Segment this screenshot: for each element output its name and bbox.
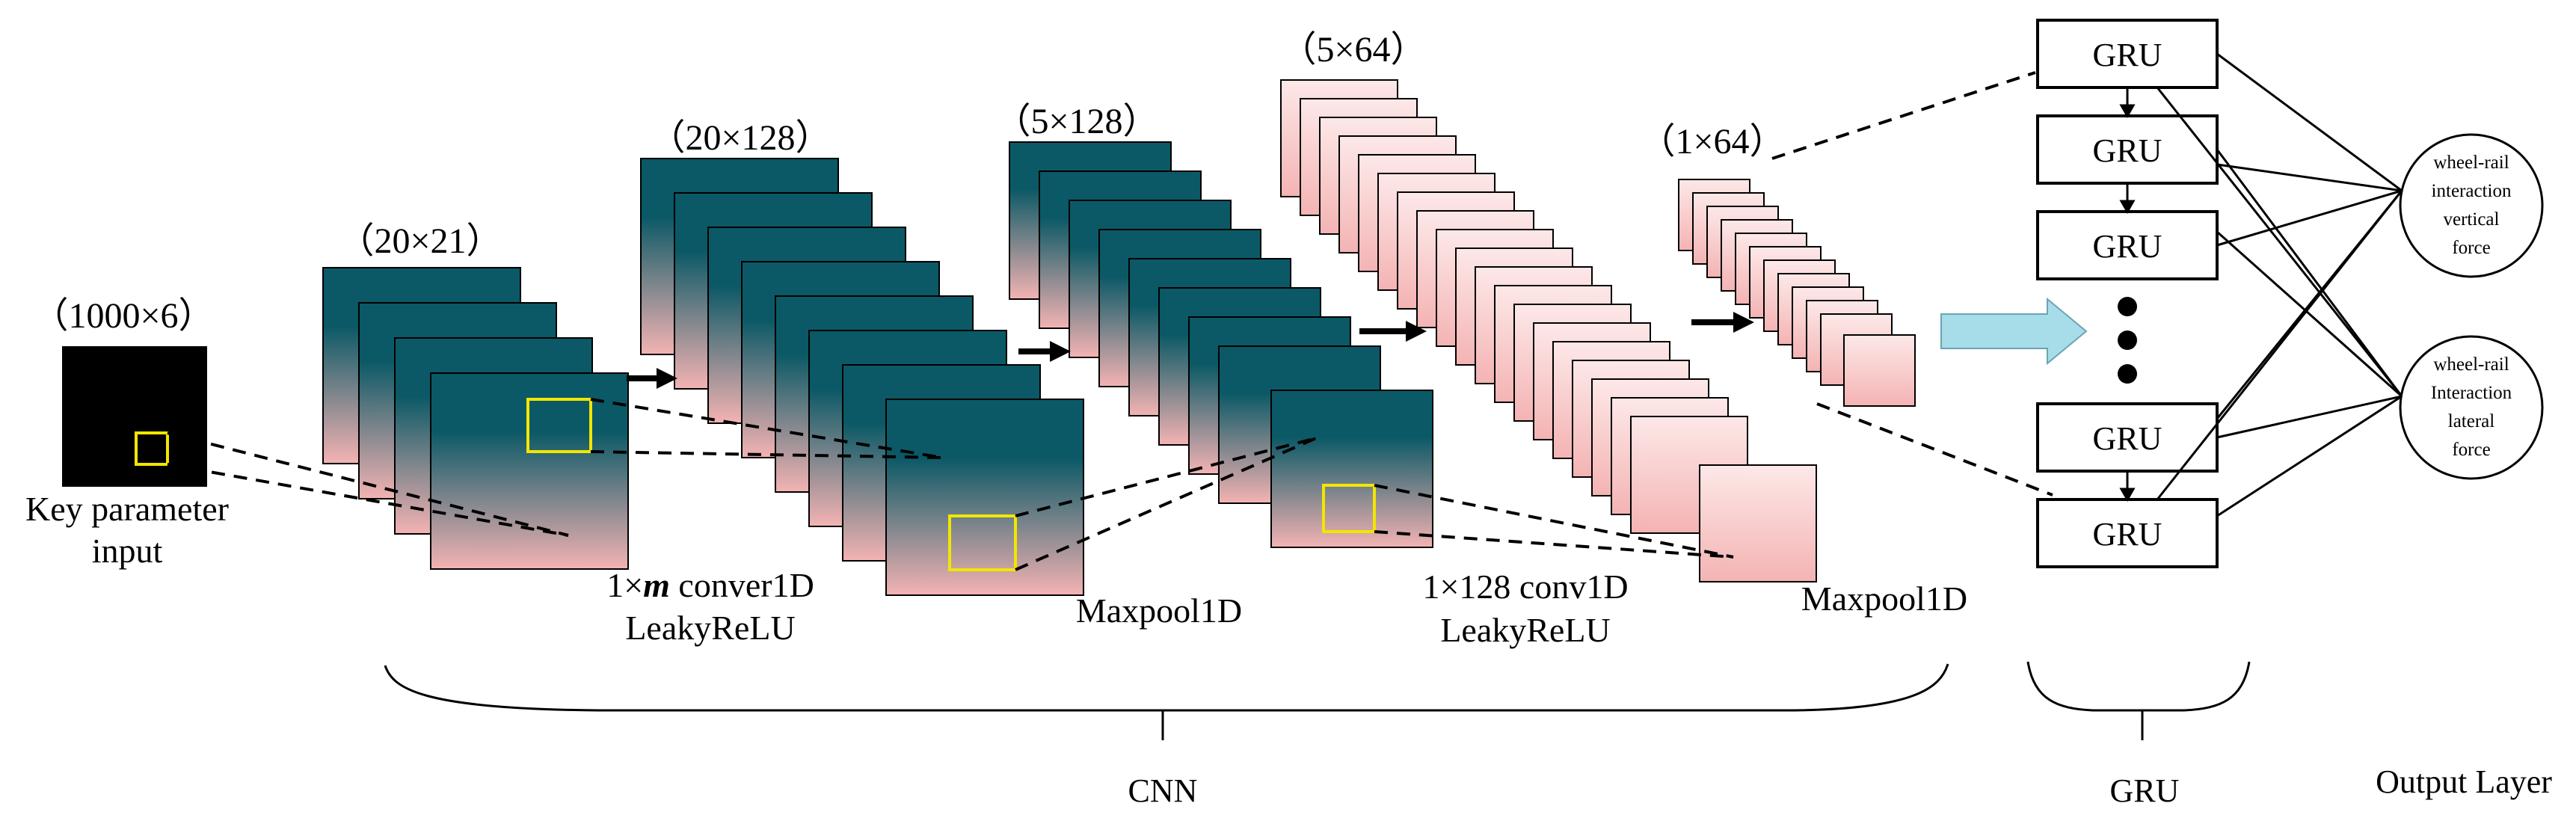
feature-map [1699,464,1817,582]
conv1-caption-suffix: conver1D [670,566,814,604]
arrow-icon [2119,104,2136,119]
conv1-output-maps: （20×128） [640,118,1084,596]
conv1-input-dims-label: （20×21） [338,221,502,261]
conv1-caption-line2: LeakyReLU [625,609,795,647]
pool1-maps: （5×128） [995,102,1433,548]
projection-line [590,450,943,459]
arrow-icon [2119,488,2136,502]
arrow-icon [2119,200,2136,215]
projection-line [590,398,943,459]
gru-cell-label: GRU [2093,228,2162,265]
arrow-icon [1018,341,1071,362]
pool2-maps: （1×64） [1639,122,1916,407]
gru-cell-label: GRU [2093,37,2162,73]
output-node-text: force [2452,440,2490,460]
projection-line [1374,530,1734,559]
output-layer: wheel-rail interaction vertical force wh… [2399,133,2544,480]
projection-line [167,463,569,537]
pool1-kernel-window [1322,484,1376,533]
projection-line [167,431,569,537]
gru-section-label: GRU [2110,772,2180,809]
arrow-icon [1691,312,1754,333]
projection-lines [167,71,2053,571]
ellipsis-dot-icon [2118,297,2137,316]
flow-arrow-icon [1940,297,2088,366]
input-block: （1000×6） Key parameter input [25,296,229,570]
output-node-text: vertical [2444,209,2500,230]
layer-captions: 1×m conver1D LeakyReLU Maxpool1D 1×128 c… [606,566,1967,649]
input-caption-line2: input [92,532,163,570]
conv1-caption-var: m [643,566,670,604]
projection-line [1374,484,1734,559]
arrow-icon [627,368,677,389]
conv2-caption-line2: LeakyReLU [1440,611,1610,649]
projection-line [1015,437,1317,517]
pool1-dims-label: （5×128） [995,102,1158,141]
input-caption-line1: Key parameter [25,490,229,528]
conv2-caption-line1: 1×128 conv1D [1422,568,1628,606]
output-node-text: force [2452,238,2490,258]
feature-map [1270,390,1433,548]
output-node-text: interaction [2432,181,2512,201]
ellipsis-dot-icon [2118,364,2137,384]
conv1-caption-prefix: 1× [606,566,643,604]
conv1-output-dims-label: （20×128） [649,118,831,158]
output-node-text: Interaction [2431,383,2512,403]
conv1-input-maps: （20×21） [322,221,629,570]
output-node-text: lateral [2448,411,2495,431]
gru-cell-label: GRU [2093,132,2162,169]
gru-brace [2026,661,2251,712]
feature-map [1843,334,1916,407]
conv1-output-kernel-window [948,514,1017,571]
output-node-vertical-force [2399,133,2544,278]
input-kernel-window [135,431,169,466]
pool2-dims-label: （1×64） [1639,122,1785,162]
conv1-kernel-window [526,398,592,453]
output-node-lateral-force [2399,335,2544,480]
output-layer-label: Output Layer [2376,763,2552,800]
section-braces [384,661,2251,740]
ellipsis-dot-icon [2118,331,2137,350]
layer-arrows [627,312,1754,389]
projection-line [1771,71,2036,160]
gru-cell-label: GRU [2093,420,2162,457]
input-dims-label: （1000×6） [32,296,214,336]
arrow-icon [1359,321,1427,342]
gru-cell [2036,498,2219,568]
cnn-brace [384,663,1949,712]
conv2-maps: （5×64） [1280,30,1817,582]
cnn-section-label: CNN [1128,772,1198,809]
projection-line [1015,437,1317,571]
projection-line [1816,402,2053,496]
gru-stack: GRU GRU GRU GRU GRU [2036,19,2219,568]
pool1-caption: Maxpool1D [1076,591,1242,630]
output-node-text: wheel-rail [2433,354,2509,375]
output-node-text: wheel-rail [2433,153,2509,173]
dense-connections [2156,52,2403,517]
conv2-dims-label: （5×64） [1280,30,1426,70]
feature-map [885,399,1084,596]
conv1-caption: 1×m conver1D [606,566,814,604]
pool2-caption: Maxpool1D [1801,579,1967,618]
gru-cell-label: GRU [2093,516,2162,553]
